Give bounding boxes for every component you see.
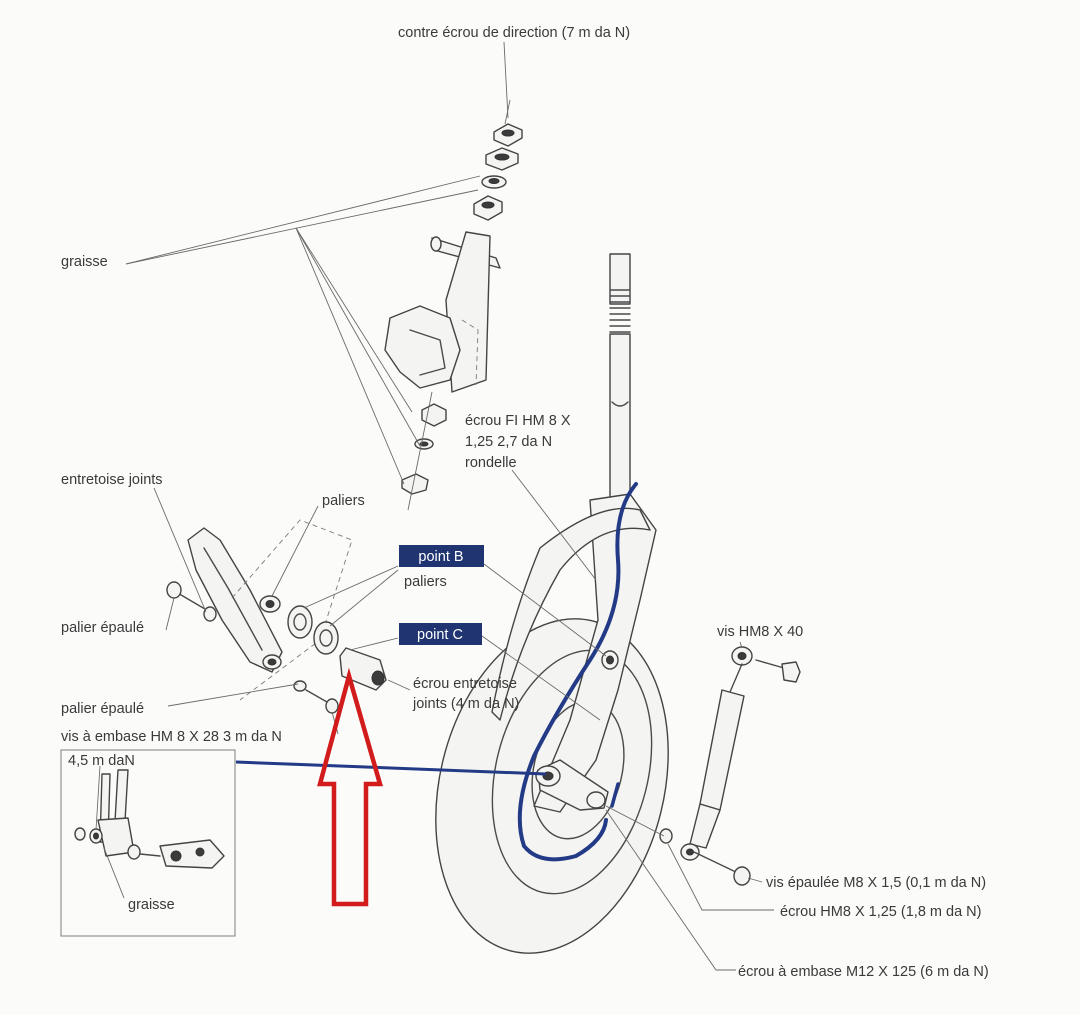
label-palier-epaule-2: palier épaulé bbox=[61, 701, 144, 717]
steering-fork-head bbox=[384, 231, 501, 393]
label-paliers-top: paliers bbox=[322, 493, 365, 509]
label-entretoise-joints: entretoise joints bbox=[61, 472, 163, 488]
link-arm bbox=[535, 759, 609, 811]
label-vis-embase: vis à embase HM 8 X 28 3 m da N bbox=[61, 729, 282, 745]
flange-screw bbox=[293, 680, 339, 714]
point-c-text: point C bbox=[417, 627, 463, 643]
label-graisse-top: graisse bbox=[61, 254, 108, 270]
shock-bottom-hardware bbox=[605, 805, 751, 886]
label-ecrou-entretoise-line2: joints (4 m da N) bbox=[412, 696, 519, 712]
bearing-housing-dashed bbox=[231, 519, 353, 701]
red-arrow-indicator bbox=[317, 667, 383, 907]
text-labels: contre écrou de direction (7 m da N) gra… bbox=[61, 25, 989, 980]
lower-bearing-stack bbox=[401, 391, 447, 511]
label-ecrou-fi-line1: écrou FI HM 8 X bbox=[465, 413, 571, 429]
label-ecrou-hm8: écrou HM8 X 1,25 (1,8 m da N) bbox=[780, 904, 981, 920]
label-ecrou-entretoise-line1: écrou entretoise bbox=[413, 676, 517, 692]
fork-tube bbox=[609, 253, 631, 515]
label-ecrou-embase: écrou à embase M12 X 125 (6 m da N) bbox=[738, 964, 989, 980]
bearings-and-spacer bbox=[287, 605, 387, 691]
inset-detail bbox=[60, 749, 236, 937]
shock-absorber bbox=[680, 646, 753, 861]
point-b-text: point B bbox=[418, 549, 463, 565]
point-c-badge: point C bbox=[399, 623, 482, 645]
label-graisse-inset: graisse bbox=[128, 897, 175, 913]
shock-top-screw bbox=[755, 659, 801, 683]
shouldered-bearing-left bbox=[166, 581, 217, 622]
label-vis-epaulee: vis épaulée M8 X 1,5 (0,1 m da N) bbox=[766, 875, 986, 891]
point-b-badge: point B bbox=[399, 545, 484, 567]
label-inset-torque: 4,5 m daN bbox=[68, 753, 135, 769]
leader-lines bbox=[95, 41, 774, 971]
label-paliers-mid: paliers bbox=[404, 574, 447, 590]
suspension-arm bbox=[187, 527, 283, 673]
label-ecrou-fi-line2: 1,25 2,7 da N bbox=[465, 434, 552, 450]
label-palier-epaule-1: palier épaulé bbox=[61, 620, 144, 636]
label-vis-hm8: vis HM8 X 40 bbox=[717, 624, 803, 640]
label-rondelle: rondelle bbox=[465, 455, 517, 471]
steering-nut-stack bbox=[473, 99, 523, 221]
highlight-path-blue bbox=[235, 482, 638, 862]
label-contre-ecrou: contre écrou de direction (7 m da N) bbox=[398, 25, 630, 41]
